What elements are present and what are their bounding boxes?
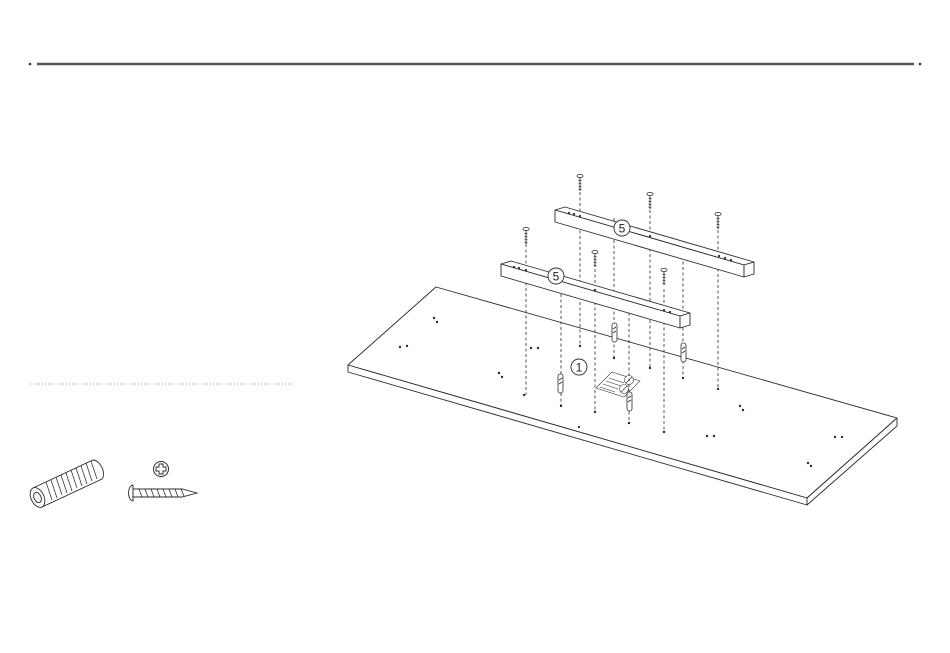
callout-rail-front: 5: [548, 268, 564, 284]
wooden-dowel-icon: [27, 460, 103, 510]
callout-rail-front-label: 5: [553, 270, 560, 284]
callout-panel: 1: [571, 359, 587, 375]
rail-back-part-5: [555, 207, 754, 277]
wood-screw-icon: [129, 485, 198, 501]
header-rule: [29, 63, 922, 66]
hardware-legend: [27, 460, 197, 510]
phillips-screwdriver-icon: [154, 462, 169, 477]
callout-rail-back: 5: [614, 220, 630, 236]
callout-rail-back-label: 5: [619, 222, 626, 236]
callout-panel-label: 1: [576, 361, 583, 375]
